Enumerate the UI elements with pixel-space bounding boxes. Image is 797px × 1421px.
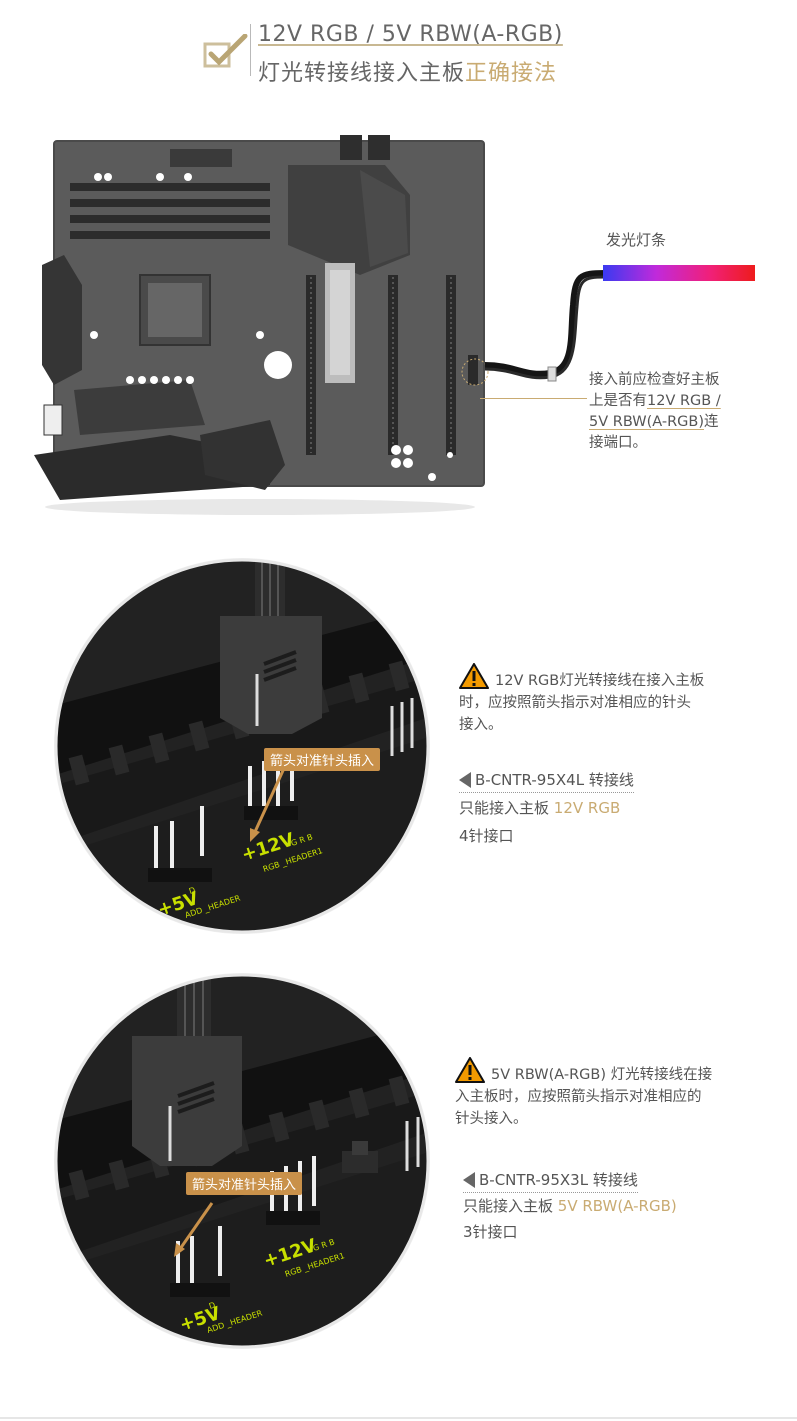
- callout-leader-line: [480, 398, 587, 399]
- title-prefix: 灯光转接线接入主板: [258, 61, 466, 86]
- warning-line1: 12V RGB灯光转接线在接入主板: [459, 663, 704, 692]
- silk-d-label: D: [188, 885, 197, 895]
- zoom-circle-12v: +12V G R B RGB _HEADER1 +5V D ADD _HEADE…: [54, 558, 430, 934]
- title-divider: [250, 24, 251, 76]
- led-strip-label: 发光灯条: [606, 231, 667, 249]
- desc-prefix: 只能接入主板: [463, 1197, 558, 1215]
- warning-text-line1: 12V RGB灯光转接线在接入主板: [495, 673, 705, 689]
- zoom-circle-5v: +12V G R B RGB _HEADER1 +5V D ADD _HEADE…: [54, 973, 430, 1349]
- pin-count-3: 3针接口: [463, 1223, 518, 1241]
- pin-count-4: 4针接口: [459, 827, 514, 845]
- page-title-line1: 12V RGB / 5V RBW(A-RGB): [258, 22, 563, 47]
- callout-line2-underlined: 12V RGB /: [647, 393, 721, 409]
- warning-block-12v: 12V RGB灯光转接线在接入主板 时，应按照箭头指示对准相应的针头 接入。: [459, 663, 704, 736]
- callout-line2-prefix: 上是否有: [589, 393, 647, 409]
- compatibility-desc-5v: 只能接入主板 5V RBW(A-RGB): [463, 1195, 677, 1216]
- desc-highlight: 5V RBW(A-RGB): [557, 1197, 677, 1215]
- product-name-95x4l: B-CNTR-95X4L 转接线: [459, 769, 634, 793]
- arrow-instruction-tag: 箭头对准针头插入: [264, 748, 381, 771]
- bottom-divider: [0, 1417, 797, 1419]
- warning-block-5v: 5V RBW(A-RGB) 灯光转接线在接 入主板时，应按照箭头指示对准相应的 …: [455, 1057, 712, 1130]
- page-title-line2: 灯光转接线接入主板正确接法: [258, 55, 557, 87]
- warning-line2: 时，应按照箭头指示对准相应的针头: [459, 695, 691, 711]
- warning-text-line1: 5V RBW(A-RGB) 灯光转接线在接: [491, 1067, 713, 1083]
- compatibility-desc-12v: 只能接入主板 12V RGB: [459, 797, 620, 818]
- callout-line3: 5V RBW(A-RGB)连: [589, 412, 721, 433]
- desc-highlight: 12V RGB: [553, 799, 621, 817]
- warning-line3: 接入。: [459, 717, 503, 733]
- warning-icon: [459, 663, 489, 689]
- product-name-text: B-CNTR-95X3L 转接线: [479, 1171, 638, 1189]
- product-name-text: B-CNTR-95X4L 转接线: [475, 771, 634, 789]
- title-highlight: 正确接法: [465, 61, 558, 86]
- product-name-95x3l: B-CNTR-95X3L 转接线: [463, 1169, 638, 1193]
- triangle-left-icon: [463, 1172, 475, 1188]
- callout-line3-underlined: 5V RBW(A-RGB): [589, 414, 705, 430]
- check-icon: [203, 34, 248, 68]
- led-strip-cable: [484, 265, 755, 382]
- warning-line1: 5V RBW(A-RGB) 灯光转接线在接: [455, 1057, 712, 1086]
- triangle-left-icon: [459, 772, 471, 788]
- desc-prefix: 只能接入主板: [459, 799, 554, 817]
- warning-icon: [455, 1057, 485, 1083]
- callout-line4: 接端口。: [589, 435, 647, 451]
- callout-line1: 接入前应检查好主板: [589, 372, 720, 388]
- motherboard-callout: 接入前应检查好主板 上是否有12V RGB / 5V RBW(A-RGB)连 接…: [589, 370, 721, 454]
- silk-d-label: D: [208, 1300, 217, 1310]
- arrow-instruction-tag: 箭头对准针头插入: [186, 1172, 303, 1195]
- warning-line2: 入主板时，应按照箭头指示对准相应的: [455, 1089, 702, 1105]
- callout-line2: 上是否有12V RGB /: [589, 391, 721, 412]
- warning-line3: 针头接入。: [455, 1111, 528, 1127]
- motherboard-illustration: [34, 135, 489, 515]
- callout-line3-suffix: 连: [704, 414, 719, 430]
